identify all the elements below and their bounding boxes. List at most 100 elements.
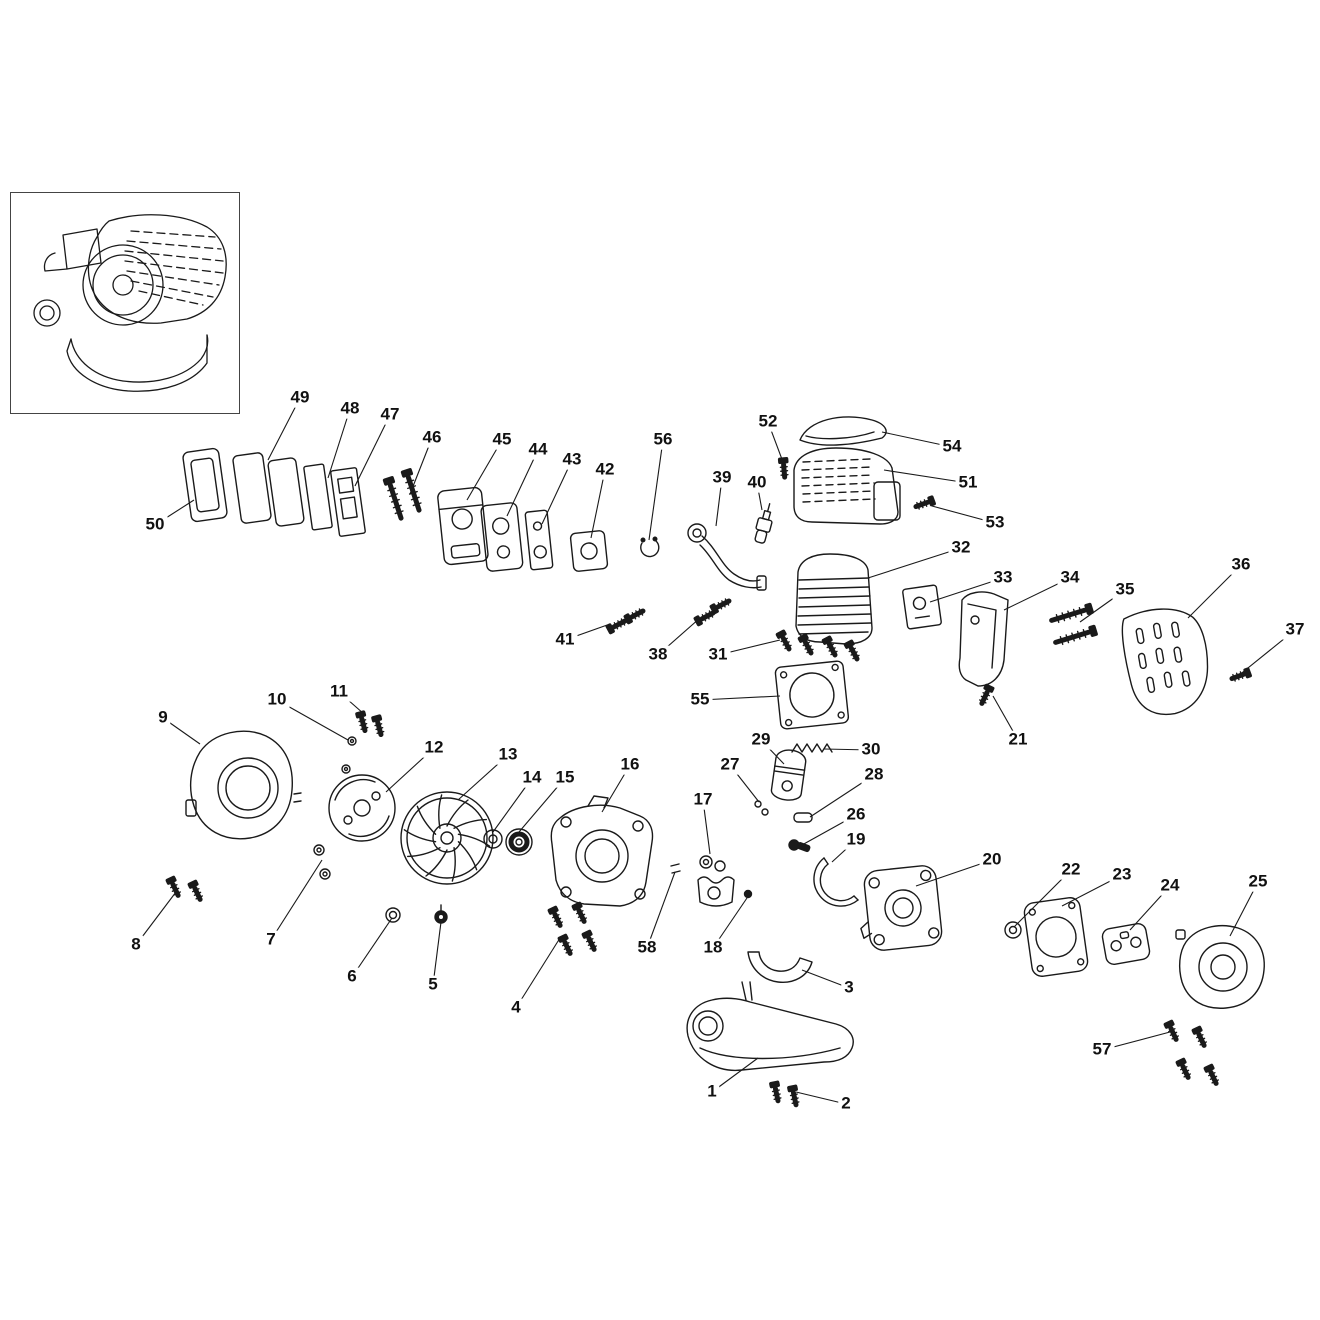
part-13-flywheel bbox=[400, 791, 494, 885]
part-number-label-29: 29 bbox=[748, 730, 774, 750]
part-number-label-13: 13 bbox=[495, 745, 521, 765]
part-number-label-44: 44 bbox=[525, 440, 551, 460]
part-number-label-23: 23 bbox=[1109, 865, 1135, 885]
part-number-label-38: 38 bbox=[645, 645, 671, 665]
part-number-label-32: 32 bbox=[948, 538, 974, 558]
part-number-label-52: 52 bbox=[755, 412, 781, 432]
part-38-screws bbox=[693, 595, 734, 627]
leader-line-51 bbox=[883, 469, 969, 484]
part-55-gasket bbox=[774, 660, 850, 730]
part-number-label-33: 33 bbox=[990, 568, 1016, 588]
leader-line-4 bbox=[515, 937, 561, 1009]
part-30-spring bbox=[791, 743, 833, 753]
leader-line-44 bbox=[506, 449, 539, 517]
part-2-screws bbox=[768, 1080, 802, 1109]
part-number-label-25: 25 bbox=[1245, 872, 1271, 892]
part-53-screw bbox=[912, 495, 937, 513]
part-24-ignition-module bbox=[1101, 923, 1151, 965]
part-33-plate bbox=[902, 584, 942, 630]
part-7-washers bbox=[313, 844, 331, 880]
part-46-screws bbox=[382, 467, 426, 523]
leader-line-55 bbox=[699, 695, 781, 701]
leader-line-3 bbox=[801, 969, 850, 989]
part-number-label-12: 12 bbox=[421, 738, 447, 758]
part-number-label-9: 9 bbox=[155, 708, 171, 728]
part-number-label-43: 43 bbox=[559, 450, 585, 470]
part-number-label-21: 21 bbox=[1005, 730, 1031, 750]
part-50-filter-cover bbox=[182, 447, 228, 523]
part-number-label-15: 15 bbox=[552, 768, 578, 788]
part-47-plate bbox=[330, 467, 366, 537]
part-number-label-47: 47 bbox=[377, 405, 403, 425]
part-12-clutch bbox=[328, 774, 396, 842]
part-52-bolt bbox=[777, 456, 791, 481]
part-number-label-11: 11 bbox=[327, 682, 351, 702]
leader-line-22 bbox=[1013, 869, 1072, 928]
part-number-label-40: 40 bbox=[744, 473, 770, 493]
part-32-cylinder bbox=[795, 553, 873, 645]
part-1-fuel-tank bbox=[686, 981, 854, 1072]
part-number-label-27: 27 bbox=[717, 755, 743, 775]
part-number-label-1: 1 bbox=[704, 1082, 720, 1102]
part-number-label-22: 22 bbox=[1058, 860, 1084, 880]
part-number-label-31: 31 bbox=[705, 645, 731, 665]
part-number-label-39: 39 bbox=[709, 468, 735, 488]
part-number-label-54: 54 bbox=[939, 437, 965, 457]
part-37-screw bbox=[1228, 667, 1253, 685]
part-18-pin bbox=[743, 889, 753, 899]
part-44-carburetor-body bbox=[480, 502, 524, 572]
part-number-label-57: 57 bbox=[1089, 1040, 1115, 1060]
leader-line-32 bbox=[867, 547, 962, 579]
leader-line-56 bbox=[648, 439, 664, 541]
part-number-label-34: 34 bbox=[1057, 568, 1083, 588]
part-20-crankcase-cover bbox=[860, 865, 943, 951]
part-number-label-8: 8 bbox=[128, 935, 144, 955]
leader-line-48 bbox=[327, 408, 351, 479]
part-number-label-48: 48 bbox=[337, 399, 363, 419]
part-number-label-10: 10 bbox=[264, 690, 290, 710]
part-number-label-16: 16 bbox=[617, 755, 643, 775]
part-number-label-26: 26 bbox=[843, 805, 869, 825]
part-29-piston bbox=[770, 749, 807, 801]
part-31-screws bbox=[775, 629, 863, 664]
part-28-wrist-pin bbox=[793, 812, 813, 823]
part-19-clamp-ring bbox=[813, 857, 859, 907]
part-number-label-56: 56 bbox=[650, 430, 676, 450]
part-26-bolt bbox=[788, 839, 811, 853]
part-39-pipe-assembly bbox=[687, 523, 767, 591]
leader-line-20 bbox=[915, 859, 993, 887]
part-number-label-19: 19 bbox=[843, 830, 869, 850]
part-number-label-14: 14 bbox=[519, 768, 545, 788]
part-number-label-6: 6 bbox=[344, 967, 360, 987]
part-number-label-41: 41 bbox=[552, 630, 578, 650]
leader-line-47 bbox=[354, 414, 391, 487]
part-number-label-35: 35 bbox=[1112, 580, 1138, 600]
part-number-label-24: 24 bbox=[1157, 876, 1183, 896]
inset-engine-drawing bbox=[33, 214, 227, 392]
part-11-screws bbox=[354, 710, 387, 739]
part-number-label-20: 20 bbox=[979, 850, 1005, 870]
part-number-label-30: 30 bbox=[858, 740, 884, 760]
part-number-label-4: 4 bbox=[508, 998, 524, 1018]
part-40-spark-plug bbox=[754, 503, 773, 544]
part-number-label-55: 55 bbox=[687, 690, 713, 710]
part-9-fan-housing bbox=[185, 730, 302, 840]
part-3-clamp-half bbox=[747, 951, 813, 983]
part-36-muffler-cover bbox=[1121, 608, 1209, 716]
part-number-label-45: 45 bbox=[489, 430, 515, 450]
part-49-cover-plates bbox=[232, 452, 305, 527]
part-15-bearing bbox=[505, 828, 533, 856]
part-23-gasket-plate bbox=[1023, 897, 1089, 977]
part-16-crankcase bbox=[550, 795, 654, 907]
part-number-label-37: 37 bbox=[1282, 620, 1308, 640]
part-number-label-58: 58 bbox=[634, 938, 660, 958]
leader-line-2 bbox=[795, 1091, 847, 1105]
part-57-screws bbox=[1163, 1019, 1222, 1088]
leader-line-49 bbox=[267, 397, 301, 461]
part-number-label-36: 36 bbox=[1228, 555, 1254, 575]
part-4-screws bbox=[547, 901, 600, 958]
part-25-recoil-starter bbox=[1175, 924, 1265, 1009]
part-10-washers bbox=[341, 736, 357, 774]
part-number-label-28: 28 bbox=[861, 765, 887, 785]
